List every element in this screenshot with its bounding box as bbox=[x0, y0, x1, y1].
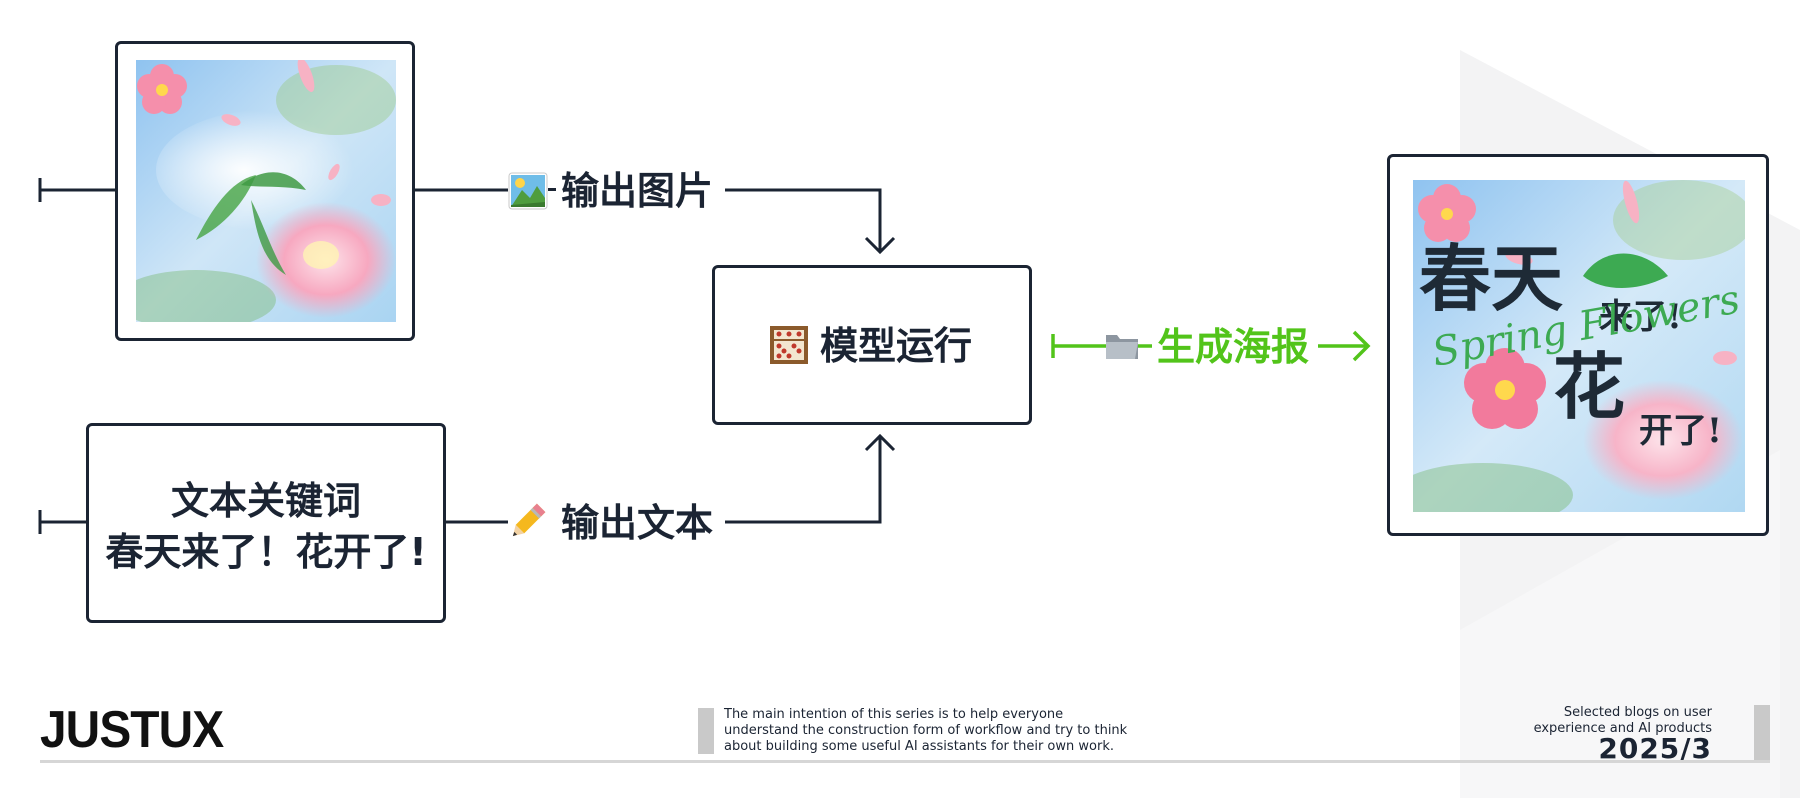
footer-tagline-line: Selected blogs on user bbox=[1563, 705, 1712, 720]
pencil-icon bbox=[512, 503, 546, 537]
spring-image bbox=[136, 60, 396, 322]
footer-tagline-line: experience and AI products bbox=[1533, 721, 1712, 736]
image-edge-dash bbox=[548, 188, 556, 191]
poster-image: 春天 来了! 花 开了! Spring Flowers bbox=[1413, 180, 1745, 512]
footer-divider bbox=[40, 760, 1770, 763]
pink-flower-graphic bbox=[1464, 348, 1546, 429]
poster-title-1: 春天 bbox=[1419, 236, 1563, 321]
model-run-label: 模型运行 bbox=[820, 324, 973, 368]
abacus-icon bbox=[770, 326, 808, 364]
poster-edge-arrowhead bbox=[1352, 330, 1371, 362]
text-edge-arrowhead bbox=[864, 433, 896, 452]
image-edge-arrowhead bbox=[864, 236, 896, 255]
poster-subtitle-2: 开了! bbox=[1639, 411, 1722, 451]
poster-title-2: 花 bbox=[1553, 344, 1625, 429]
footer-description-line: understand the construction form of work… bbox=[724, 723, 1128, 738]
text-box-line2: 春天来了！花开了! bbox=[105, 530, 427, 574]
footer-description-line: about building some useful AI assistants… bbox=[724, 739, 1114, 754]
footer-description: The main intention of this series is to … bbox=[724, 707, 1127, 755]
brand-logo: JUSTUX bbox=[40, 701, 224, 759]
footer-tagline: Selected blogs on user experience and AI… bbox=[1534, 705, 1712, 737]
text-keywords-box: 文本关键词 春天来了！花开了! bbox=[86, 423, 446, 623]
picture-icon bbox=[508, 172, 548, 210]
input-image-box bbox=[115, 41, 415, 341]
footer-description-marker bbox=[698, 708, 714, 754]
text-edge-label: 输出文本 bbox=[561, 501, 714, 545]
poster-output-box: 春天 来了! 花 开了! Spring Flowers bbox=[1387, 154, 1769, 536]
leaf-graphic bbox=[1583, 253, 1668, 288]
publish-date: 2025/3 bbox=[1598, 732, 1712, 765]
footer-description-line: The main intention of this series is to … bbox=[724, 707, 1064, 722]
folder-icon bbox=[1106, 335, 1138, 359]
footer-date-marker bbox=[1754, 705, 1770, 763]
text-box-line1: 文本关键词 bbox=[170, 479, 361, 523]
text-edge-line-b bbox=[725, 436, 882, 524]
poster-edge-label: 生成海报 bbox=[1157, 325, 1310, 369]
image-edge-label: 输出图片 bbox=[561, 169, 714, 213]
model-run-box: 模型运行 bbox=[712, 265, 1032, 425]
image-edge-line-b bbox=[725, 188, 882, 252]
poster-subtitle-1: 来了! bbox=[1599, 297, 1682, 337]
